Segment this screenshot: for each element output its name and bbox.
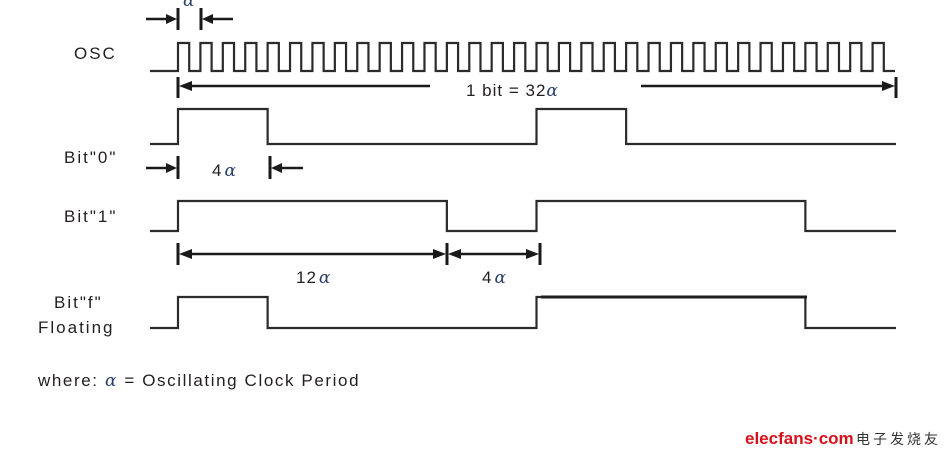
signal-label-bitf: Bit"f" [54,293,103,312]
watermark-logo: elecfans·com [745,429,854,448]
alpha-period-dimension: α [146,0,233,30]
bit-length-label: 1 bit = 32α [466,81,559,101]
bit-length-arrow-right-head [882,81,895,91]
signal-label-bitf-floating: Floating [38,318,114,337]
alpha-arrow-right-head [202,14,213,24]
bit-length-dimension: 1 bit = 32α [176,77,898,101]
signal-label-bit1: Bit"1" [64,207,117,226]
bit1-long-arrow-left-head [179,249,192,259]
alpha-arrow-left-head [166,14,177,24]
signal-label-osc: OSC [74,44,117,63]
waveform-bit1 [150,199,896,233]
waveform-osc [150,41,895,73]
waveform-bit0 [150,107,896,146]
bit-length-arrow-left-head [179,81,192,91]
alpha-period-label: α [183,0,195,11]
watermark: elecfans·com 电子发烧友 [745,429,941,448]
alpha-definition: where: α = Oscillating Clock Period [37,371,360,391]
bit1-long-arrow-right-head [433,249,446,259]
bit1-short-arrow-left-head [448,249,461,259]
watermark-chinese: 电子发烧友 [856,432,941,448]
signal-label-bit0: Bit"0" [64,148,117,167]
bit1-short-arrow-right-head [526,249,539,259]
waveform-bitf [150,295,896,330]
bit0-arrow-right-head [271,163,282,173]
bit0-arrow-left-head [166,163,177,173]
